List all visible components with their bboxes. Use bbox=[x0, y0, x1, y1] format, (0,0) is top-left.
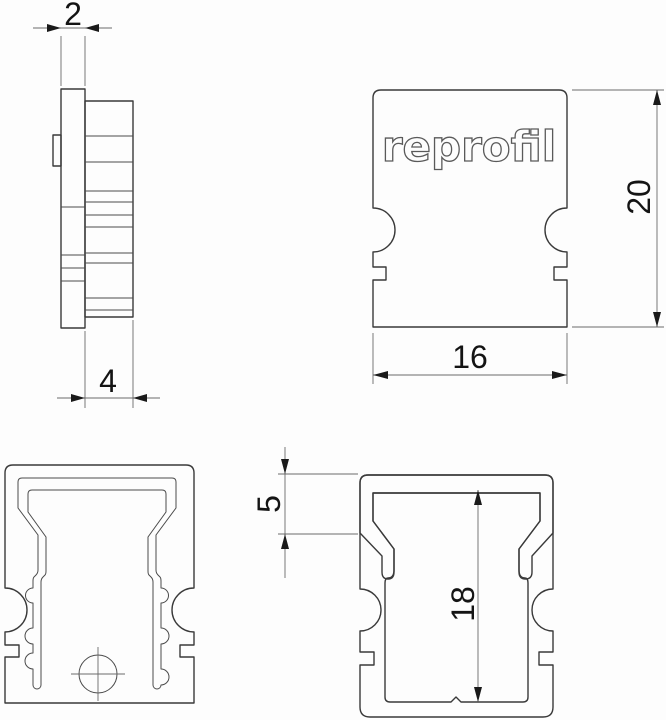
dim-arrow bbox=[133, 394, 147, 402]
dim-arrow bbox=[85, 24, 99, 32]
dim-18-label: 18 bbox=[445, 586, 481, 622]
section-cover-lip bbox=[359, 474, 554, 580]
front-cap-outline bbox=[372, 89, 568, 328]
dim-arrow bbox=[47, 24, 61, 32]
back-cap-outline bbox=[4, 464, 195, 704]
dim-arrow bbox=[552, 371, 567, 379]
side-view: 2 4 bbox=[33, 0, 160, 408]
back-view bbox=[4, 464, 195, 704]
front-view: reprofil 20 16 bbox=[372, 89, 664, 384]
screw-hole-marker bbox=[71, 647, 125, 701]
dim-arrow bbox=[653, 90, 661, 105]
dim-20-label: 20 bbox=[621, 179, 657, 215]
side-body bbox=[84, 100, 134, 318]
dim-16-label: 16 bbox=[452, 339, 488, 375]
dim-arrow bbox=[653, 312, 661, 327]
dim-arrow bbox=[474, 490, 482, 505]
dimension-2: 2 bbox=[33, 0, 112, 86]
dim-arrow bbox=[281, 459, 289, 474]
dimension-4: 4 bbox=[57, 320, 160, 408]
section-view: 5 18 bbox=[251, 447, 554, 718]
dimension-20: 20 bbox=[572, 89, 664, 328]
side-plate bbox=[60, 88, 86, 329]
side-tab bbox=[52, 134, 62, 167]
dim-arrow bbox=[474, 687, 482, 702]
dim-arrow bbox=[373, 371, 388, 379]
reprofil-logo: reprofil bbox=[382, 122, 556, 171]
back-inner-structure bbox=[17, 477, 177, 690]
dim-arrow bbox=[281, 534, 289, 549]
dim-arrow bbox=[71, 394, 85, 402]
dim-5-label: 5 bbox=[251, 495, 287, 513]
dim-4-label: 4 bbox=[99, 363, 117, 399]
side-rib-lines bbox=[61, 135, 133, 311]
dimension-18: 18 bbox=[445, 490, 482, 702]
dim-2-label: 2 bbox=[64, 0, 82, 32]
dimension-16: 16 bbox=[372, 333, 568, 384]
dimension-5: 5 bbox=[251, 447, 358, 578]
